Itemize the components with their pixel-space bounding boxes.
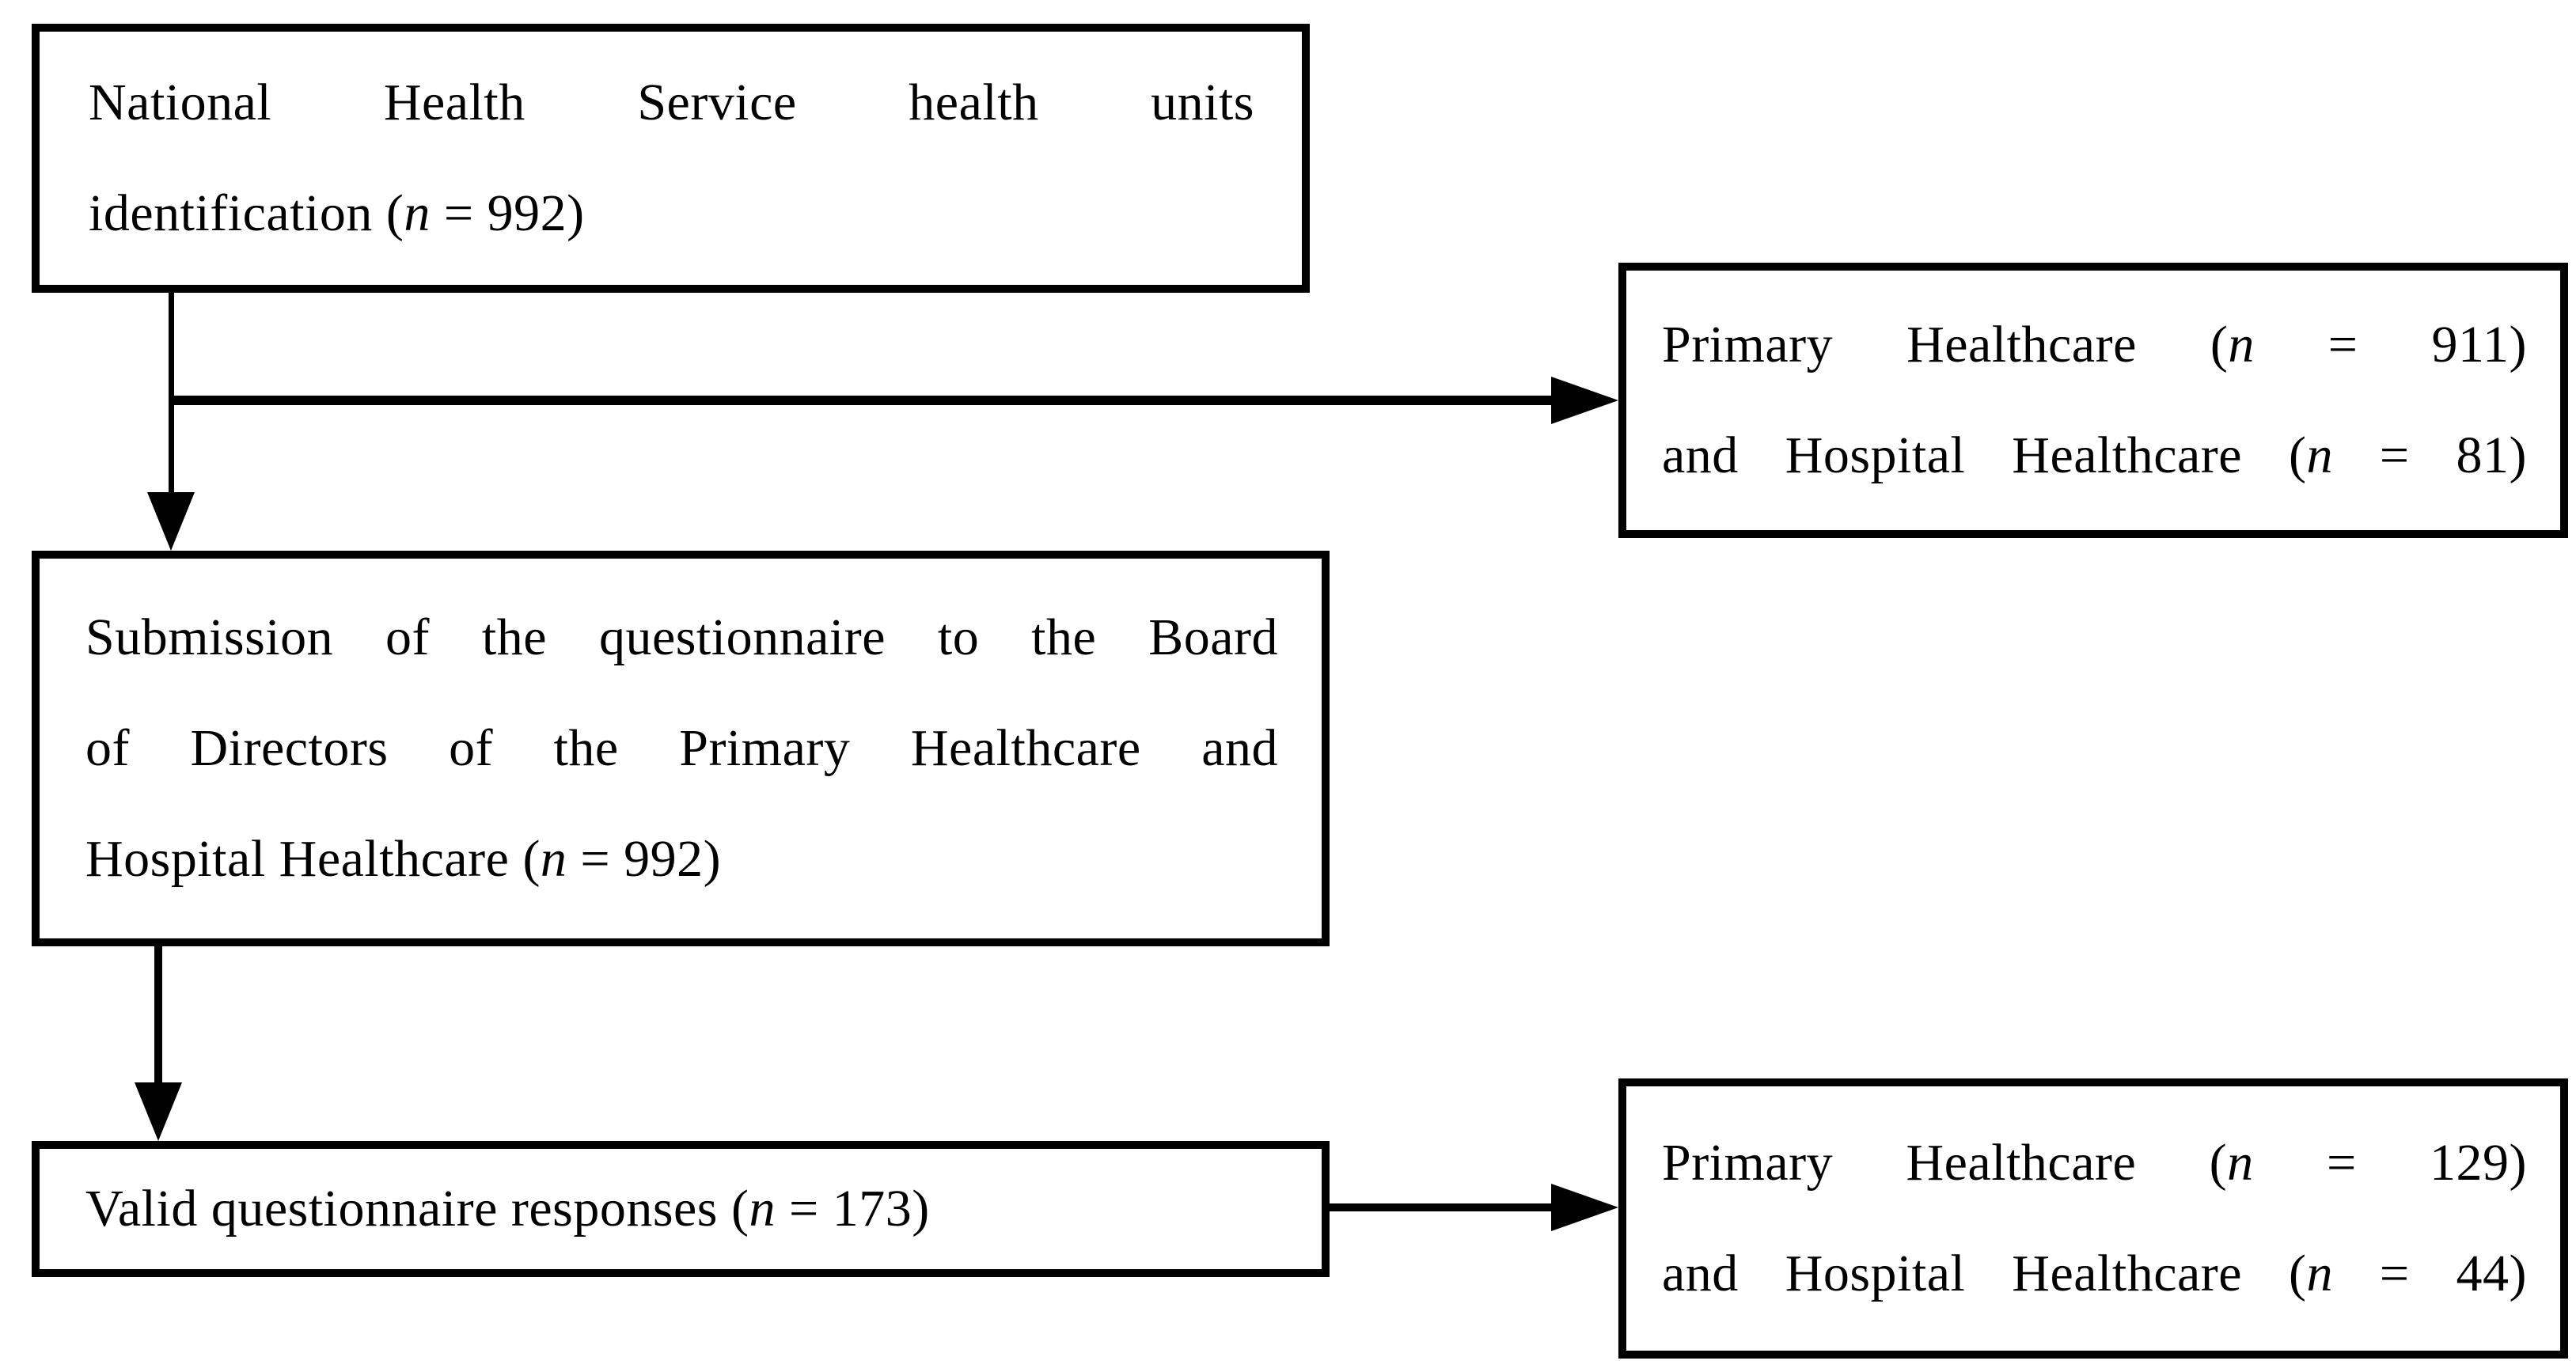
box5-line2-pre: and Hospital Healthcare ( — [1662, 1245, 2307, 1302]
box2-line1-post: = 911) — [2254, 316, 2527, 373]
connector-box4-to-box5-line — [1330, 1203, 1551, 1211]
box2-line1-pre: Primary Healthcare ( — [1662, 316, 2229, 373]
box2-line2-n: n — [2306, 426, 2333, 484]
box-healthcare-split-911-81: Primary Healthcare (n = 911) and Hospita… — [1618, 263, 2568, 538]
down-arrowhead-icon — [135, 1082, 182, 1141]
box-valid-responses: Valid questionnaire responses (n = 173) — [32, 1141, 1330, 1277]
box4-line1-pre: Valid questionnaire responses ( — [85, 1180, 749, 1237]
connector-branch-to-box2-line — [169, 396, 1551, 405]
down-arrowhead-icon — [147, 492, 195, 551]
right-arrowhead-icon — [1551, 377, 1618, 424]
box1-line2-n: n — [404, 184, 431, 242]
right-arrowhead-icon — [1551, 1184, 1618, 1231]
box5-line1: Primary Healthcare (n = 129) — [1662, 1108, 2527, 1219]
box3-line3: Hospital Healthcare (n = 992) — [85, 804, 1278, 915]
box5-line2-post: = 44) — [2332, 1245, 2528, 1302]
box-healthcare-split-129-44: Primary Healthcare (n = 129) and Hospita… — [1618, 1078, 2568, 1359]
box1-line2: identification (n = 992) — [89, 158, 1254, 269]
box2-line1: Primary Healthcare (n = 911) — [1662, 290, 2527, 400]
box5-line1-n: n — [2227, 1134, 2254, 1192]
connector-box3-to-box4-line — [154, 946, 162, 1089]
box2-line2: and Hospital Healthcare (n = 81) — [1662, 400, 2527, 511]
box2-line2-post: = 81) — [2332, 426, 2528, 484]
box-questionnaire-submission: Submission of the questionnaire to the B… — [32, 551, 1330, 946]
box4-line1-n: n — [749, 1180, 776, 1237]
box3-line3-post: = 992) — [567, 830, 722, 888]
box1-line2-post: = 992) — [430, 184, 585, 242]
box3-line2: of Directors of the Primary Healthcare a… — [85, 719, 1278, 777]
box-nhs-units-identification: National Health Service health units ide… — [32, 24, 1310, 293]
box5-line1-pre: Primary Healthcare ( — [1662, 1134, 2228, 1192]
box2-line2-pre: and Hospital Healthcare ( — [1662, 426, 2307, 484]
box1-line1: National Health Service health units — [89, 74, 1254, 131]
box2-line1-n: n — [2228, 316, 2255, 373]
box3-line3-pre: Hospital Healthcare ( — [85, 830, 541, 888]
box4-line1: Valid questionnaire responses (n = 173) — [85, 1154, 1278, 1264]
box5-line1-post: = 129) — [2253, 1134, 2527, 1192]
box4-line1-post: = 173) — [775, 1180, 930, 1237]
box1-line2-pre: identification ( — [89, 184, 404, 242]
box5-line2: and Hospital Healthcare (n = 44) — [1662, 1219, 2527, 1329]
box3-line1: Submission of the questionnaire to the B… — [85, 608, 1278, 666]
box3-line3-n: n — [540, 830, 567, 888]
box5-line2-n: n — [2306, 1245, 2333, 1302]
